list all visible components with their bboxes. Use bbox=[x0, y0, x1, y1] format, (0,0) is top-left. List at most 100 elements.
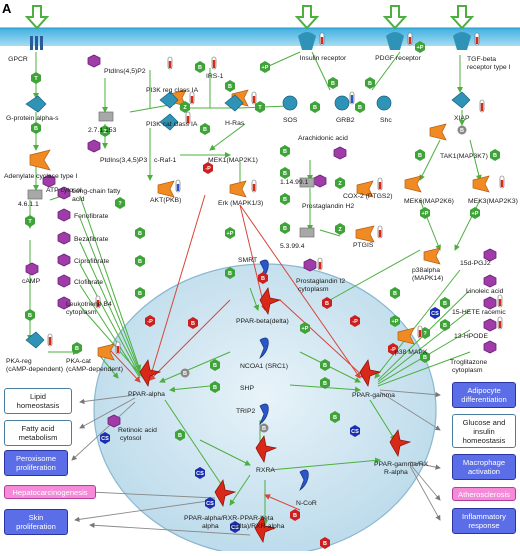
svg-text:CS: CS bbox=[196, 471, 204, 477]
p38-icon bbox=[397, 327, 415, 345]
label-pdgf-receptor: PDGF receptor bbox=[375, 55, 421, 62]
label-pka-cat-1: PKA-cat bbox=[66, 358, 91, 365]
prostaglandin-i2-icon bbox=[303, 258, 317, 272]
atp-icon bbox=[42, 174, 56, 188]
process-adipocyte-differentiation[interactable]: Adipocyte differentiation bbox=[452, 382, 516, 408]
shc-icon bbox=[376, 95, 392, 111]
trip2-icon bbox=[259, 403, 269, 425]
process-skin-proliferation[interactable]: Skin proliferation bbox=[4, 509, 68, 535]
hpode-icon bbox=[483, 318, 497, 332]
ncoa1-icon bbox=[259, 337, 269, 359]
label-mek1: MEK1(MAP2K1) bbox=[208, 157, 258, 164]
label-ppar-gamma-rxr-2: R-alpha bbox=[384, 469, 408, 476]
ptdins-p2-icon bbox=[87, 54, 101, 68]
svg-text:B: B bbox=[34, 126, 38, 132]
label-hete: 15-HETE racemic bbox=[452, 309, 506, 316]
svg-text:B: B bbox=[313, 105, 317, 111]
gpcr-icon bbox=[30, 36, 43, 50]
svg-text:B: B bbox=[443, 301, 447, 307]
pi3k-reg-icon bbox=[159, 91, 179, 109]
label-ec-4611: 4.6.1.1 bbox=[18, 201, 39, 208]
label-trip2: TRIP2 bbox=[236, 408, 255, 415]
svg-text:B: B bbox=[213, 385, 217, 391]
svg-text:B: B bbox=[283, 197, 287, 203]
ec-114991-icon bbox=[299, 177, 315, 188]
label-tgf-receptor-1: TGF-beta bbox=[467, 56, 496, 63]
label-shc: Shc bbox=[380, 117, 392, 124]
process-peroxisome-proliferation[interactable]: Peroxisome proliferation bbox=[4, 450, 68, 476]
process-inflammatory-response[interactable]: Inflammatory response bbox=[452, 508, 516, 534]
label-ncoa1: NCOA1 (SRC1) bbox=[240, 363, 288, 370]
label-leukotriene-1: Leukotriene B4 bbox=[66, 301, 112, 308]
svg-text:B: B bbox=[283, 226, 287, 232]
label-troglitazone-2: cytoplasm bbox=[452, 367, 483, 374]
label-troglitazone-1: Troglitazone bbox=[450, 359, 487, 366]
mek3-icon bbox=[472, 175, 490, 193]
label-craf: c-Raf-1 bbox=[154, 157, 177, 164]
label-ec-114991: 1.14.99.1 bbox=[280, 179, 309, 186]
svg-text:Z: Z bbox=[338, 181, 342, 187]
process-fatty-acid-metabolism[interactable]: Fatty acid metabolism bbox=[4, 420, 72, 446]
rxra-icon bbox=[255, 435, 278, 463]
mek6-icon bbox=[404, 175, 422, 193]
svg-text:B: B bbox=[228, 84, 232, 90]
label-p38alpha-2: (MAPK14) bbox=[412, 275, 443, 282]
svg-text:B: B bbox=[138, 231, 142, 237]
leukotriene-icon bbox=[57, 296, 71, 310]
svg-text:B: B bbox=[262, 426, 266, 432]
label-grb2: GRB2 bbox=[336, 117, 355, 124]
ligand-nodes bbox=[25, 54, 497, 428]
svg-text:B: B bbox=[323, 541, 327, 547]
ec-27153-icon bbox=[98, 111, 114, 122]
label-rxra: RXRA bbox=[256, 467, 275, 474]
label-prostaglandin-h2: Prostaglandin H2 bbox=[302, 203, 354, 210]
svg-text:+P: +P bbox=[417, 45, 424, 51]
svg-text:T: T bbox=[28, 219, 32, 225]
insulin-receptor-icon bbox=[298, 32, 316, 50]
hete-icon bbox=[483, 296, 497, 310]
label-sos: SOS bbox=[283, 117, 298, 124]
label-linoleic: Linoleic acid bbox=[466, 288, 504, 295]
svg-text:B: B bbox=[443, 323, 447, 329]
tgf-receptor-icon bbox=[453, 32, 471, 50]
label-prostaglandin-i2-2: cytoplasm bbox=[298, 286, 329, 293]
inhibition-edges bbox=[109, 194, 366, 511]
svg-text:B: B bbox=[323, 363, 327, 369]
label-mek6: MEK6(MAP2K6) bbox=[404, 198, 454, 205]
label-ec-53994: 5.3.99.4 bbox=[280, 243, 305, 250]
label-insulin-receptor: Insulin receptor bbox=[300, 55, 347, 62]
label-ppar-beta: PPAR-beta(delta) bbox=[236, 318, 289, 325]
label-ncor: N-CoR bbox=[296, 500, 317, 507]
label-retinoic-2: cytosol bbox=[120, 435, 142, 442]
svg-text:Z: Z bbox=[338, 227, 342, 233]
pka-cat-icon bbox=[97, 343, 115, 361]
label-irs1: IRS-1 bbox=[206, 73, 224, 80]
panel-letter: A bbox=[2, 1, 12, 16]
svg-text:B: B bbox=[228, 271, 232, 277]
label-pi3k-reg: PI3K reg class IA bbox=[146, 87, 199, 94]
ppar-beta-rxr-icon bbox=[254, 515, 277, 543]
process-lipid-homeostasis[interactable]: Lipid homeostasis bbox=[4, 388, 72, 414]
label-hras: H-Ras bbox=[225, 120, 245, 127]
ec-53994-icon bbox=[299, 227, 315, 238]
process-atherosclerosis[interactable]: Atherosclerosis bbox=[452, 487, 516, 501]
label-akt: AKT(PKB) bbox=[150, 197, 181, 204]
process-macrophage-activation[interactable]: Macrophage activation bbox=[452, 454, 516, 480]
ppar-alpha-rxr-icon bbox=[214, 479, 237, 507]
svg-text:B: B bbox=[418, 153, 422, 159]
process-hepatocarcinogenesis[interactable]: Hepatocarcinogenesis bbox=[4, 485, 96, 499]
label-fenofibrate: Fenofibrate bbox=[74, 213, 109, 220]
svg-text:B: B bbox=[423, 355, 427, 361]
process-glucose-insulin-homeostasis[interactable]: Glucose and insulin homeostasis bbox=[452, 414, 516, 448]
label-clofibrate: Clofibrate bbox=[74, 279, 103, 286]
label-ptgis: PTGIS bbox=[353, 242, 374, 249]
svg-text:CS: CS bbox=[231, 525, 239, 531]
label-ptdins-p2: PtdIns(4,5)P2 bbox=[104, 68, 146, 75]
ppar-gamma-icon bbox=[359, 359, 382, 387]
adenylate-cyclase-icon bbox=[29, 149, 51, 171]
hras-icon bbox=[224, 94, 244, 112]
label-ec-27153: 2.7.1.153 bbox=[88, 127, 117, 134]
svg-text:B: B bbox=[261, 276, 265, 282]
